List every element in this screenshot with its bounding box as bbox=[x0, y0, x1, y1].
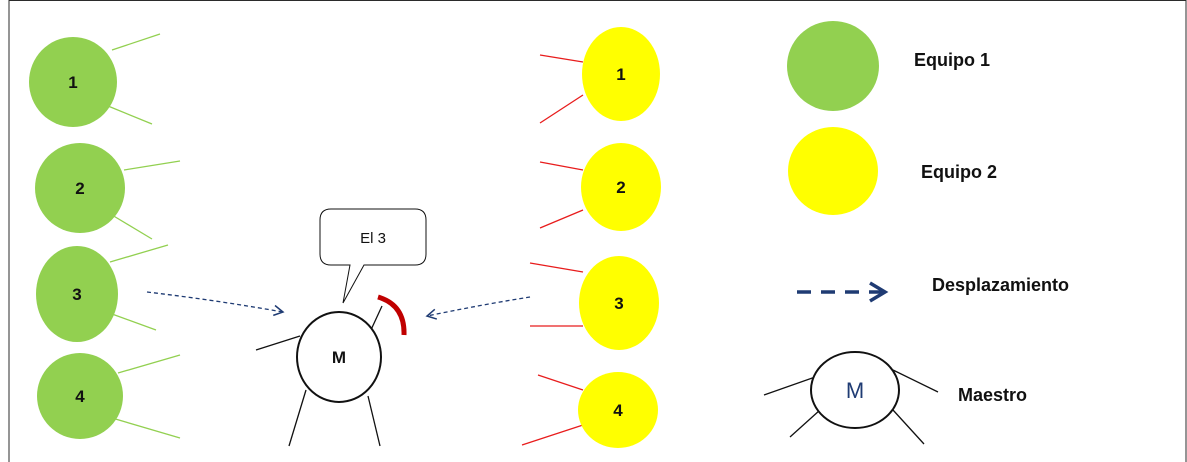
team1-player-2-arm-upper bbox=[123, 160, 181, 171]
legend: Equipo 1 Equipo 2 Desplazamiento M Maest… bbox=[763, 21, 1069, 445]
master-arm-left bbox=[255, 335, 301, 351]
master-circle bbox=[296, 311, 382, 403]
team1-player-3-circle bbox=[36, 246, 118, 342]
legend-master-circle bbox=[810, 351, 900, 429]
legend-team1: Equipo 1 bbox=[787, 21, 990, 111]
team2-player-1-label: 1 bbox=[616, 65, 625, 84]
legend-move: Desplazamiento bbox=[797, 275, 1069, 303]
legend-master-label: Maestro bbox=[958, 385, 1027, 405]
team2-player-2-arm-upper bbox=[539, 161, 584, 171]
legend-team1-swatch bbox=[787, 21, 879, 111]
team2-player-4-label: 4 bbox=[613, 401, 623, 420]
diagram-frame bbox=[8, 0, 1187, 462]
team2-player-4-arm-lower bbox=[521, 424, 584, 446]
team2-player-1: 1 bbox=[539, 27, 660, 124]
speech-bubble-shape bbox=[319, 208, 427, 304]
legend-master-leg-right bbox=[892, 409, 925, 445]
team1-player-2: 2 bbox=[35, 143, 181, 240]
master-label: M bbox=[332, 348, 346, 367]
team2-player-2-circle bbox=[581, 143, 661, 231]
legend-team2-label: Equipo 2 bbox=[921, 162, 997, 182]
team2-player-1-arm-upper bbox=[539, 54, 584, 63]
master-raised-hand-arc bbox=[377, 294, 407, 336]
team1-player-2-label: 2 bbox=[75, 179, 84, 198]
team1-player-4-arm-upper bbox=[117, 354, 181, 374]
master-figure: M bbox=[255, 294, 407, 447]
team2-player-3: 3 bbox=[529, 256, 659, 350]
team1-player-4-circle bbox=[37, 353, 123, 439]
team2-player-1-circle bbox=[582, 27, 660, 121]
team2-player-2-arm-lower bbox=[539, 209, 584, 229]
team2-player-4-arm-upper bbox=[537, 374, 584, 391]
legend-team2-swatch bbox=[788, 127, 878, 215]
team1-player-4: 4 bbox=[37, 353, 181, 439]
legend-master-leg-left bbox=[789, 409, 821, 438]
master-leg-right bbox=[367, 395, 381, 447]
legend-team1-label: Equipo 1 bbox=[914, 50, 990, 70]
legend-move-label: Desplazamiento bbox=[932, 275, 1069, 295]
legend-team2: Equipo 2 bbox=[788, 127, 997, 215]
speech-bubble: El 3 bbox=[319, 208, 427, 304]
team2-player-4: 4 bbox=[521, 372, 658, 448]
team1-player-3-arm-upper bbox=[109, 244, 169, 263]
legend-master-arm-left bbox=[763, 375, 819, 396]
team1-player-2-circle bbox=[35, 143, 125, 233]
master-leg-left bbox=[288, 389, 307, 447]
team1-player-3: 3 bbox=[36, 244, 169, 342]
team1-move-arrow bbox=[146, 291, 285, 317]
team2-player-4-circle bbox=[578, 372, 658, 448]
team1-player-3-label: 3 bbox=[72, 285, 81, 304]
team1-player-4-arm-lower bbox=[111, 417, 181, 439]
speech-bubble-text: El 3 bbox=[360, 230, 386, 247]
team2-player-2-label: 2 bbox=[616, 178, 625, 197]
team1-player-3-arm-lower bbox=[111, 313, 157, 331]
team1-player-1-arm-upper bbox=[111, 33, 161, 51]
legend-master-arm-right bbox=[892, 369, 939, 393]
team1-player-2-arm-lower bbox=[111, 214, 153, 240]
team2-move-arrow bbox=[425, 296, 531, 320]
team2-player-3-label: 3 bbox=[614, 294, 623, 313]
team1-player-1-arm-lower bbox=[107, 105, 153, 125]
team1-player-1-label: 1 bbox=[68, 73, 77, 92]
team1-player-1-circle bbox=[29, 37, 117, 127]
team1-player-4-label: 4 bbox=[75, 387, 85, 406]
team2-player-2: 2 bbox=[539, 143, 661, 231]
team2-player-1-arm-lower bbox=[539, 94, 584, 124]
team2-player-3-arm-upper bbox=[529, 262, 584, 273]
team2-player-3-circle bbox=[579, 256, 659, 350]
legend-master-symbol: M bbox=[846, 378, 864, 403]
team1-player-1: 1 bbox=[29, 33, 161, 127]
legend-master: M Maestro bbox=[763, 351, 1027, 445]
